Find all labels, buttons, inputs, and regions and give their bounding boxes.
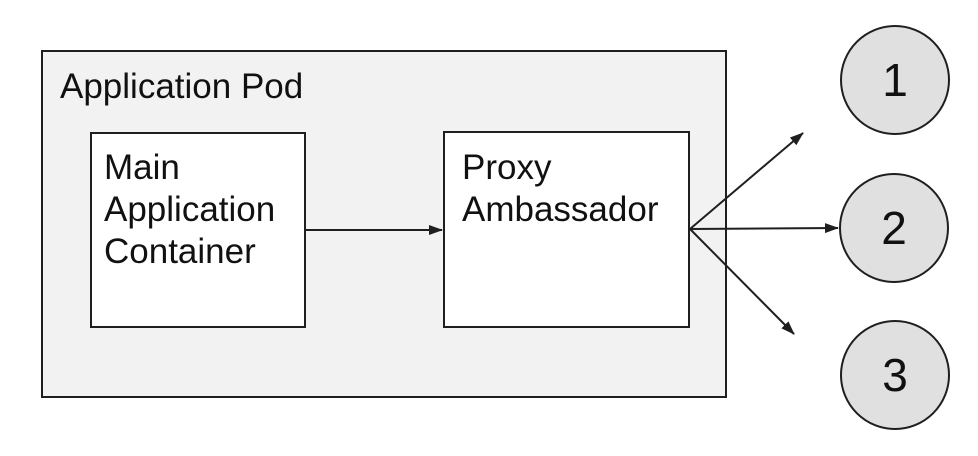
node-label-3: 3 bbox=[882, 349, 908, 401]
node-label-2: 2 bbox=[881, 202, 907, 254]
main-application-container-label: Main Application Container bbox=[104, 148, 276, 271]
node-circle-2: 2 bbox=[839, 173, 949, 283]
application-pod-label: Application Pod bbox=[60, 67, 304, 106]
proxy-ambassador-box: Proxy Ambassador bbox=[443, 131, 690, 328]
node-circle-3: 3 bbox=[840, 320, 950, 430]
main-application-container-box: Main Application Container bbox=[90, 132, 306, 328]
node-label-1: 1 bbox=[882, 54, 908, 106]
proxy-ambassador-label: Proxy Ambassador bbox=[462, 148, 659, 229]
node-circle-1: 1 bbox=[840, 25, 950, 135]
